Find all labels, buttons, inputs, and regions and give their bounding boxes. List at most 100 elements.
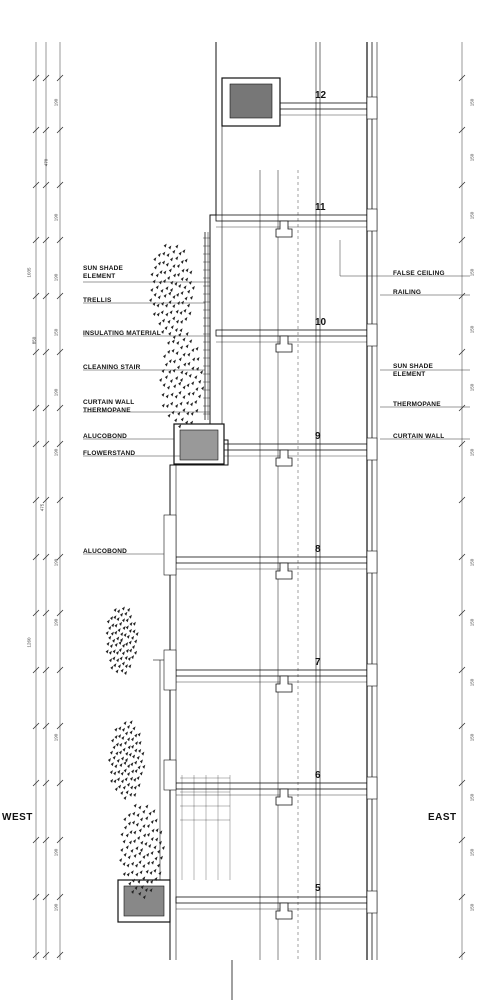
- vine-foliage: [185, 277, 189, 282]
- vine-foliage: [195, 387, 199, 392]
- vine-foliage: [140, 817, 143, 822]
- vine-foliage: [190, 411, 194, 416]
- vine-foliage: [180, 345, 183, 350]
- dim-right-2: 150: [469, 153, 475, 162]
- dim-mid-7: 190: [53, 448, 59, 457]
- dim-mid-2: 190: [53, 98, 59, 107]
- vine-foliage: [122, 747, 126, 752]
- vine-foliage: [134, 650, 138, 655]
- dimension-tick: [42, 553, 50, 561]
- vine-foliage: [139, 759, 143, 764]
- vine-foliage: [108, 650, 112, 655]
- vine-foliage: [131, 744, 135, 749]
- vine-foliage: [116, 636, 120, 641]
- vine-foliage: [161, 369, 165, 374]
- dimension-tick: [56, 609, 64, 617]
- dimension-tick: [56, 74, 64, 82]
- vine-foliage: [114, 734, 118, 739]
- vine-foliage: [187, 391, 191, 396]
- vine-foliage: [118, 640, 122, 645]
- dimension-tick: [56, 779, 64, 787]
- vine-foliage: [174, 328, 178, 333]
- vine-foliage: [199, 370, 203, 375]
- floor-slab: [215, 329, 368, 337]
- vine-foliage: [134, 639, 138, 644]
- vine-foliage: [117, 628, 121, 633]
- floor-slab: [175, 782, 368, 790]
- vine-foliage: [125, 790, 129, 795]
- vine-foliage: [112, 649, 116, 654]
- vine-foliage: [135, 631, 139, 636]
- vine-foliage: [137, 836, 141, 841]
- vine-foliage: [178, 284, 182, 289]
- vine-foliage: [185, 331, 189, 336]
- vine-foliage: [106, 619, 110, 624]
- vine-foliage: [178, 381, 182, 386]
- floor-label-9: 9: [315, 431, 321, 442]
- dimension-tick: [42, 404, 50, 412]
- vine-foliage: [191, 381, 195, 386]
- vine-foliage: [152, 312, 156, 317]
- vine-foliage: [121, 606, 125, 611]
- dim-mid-8: 190: [53, 558, 59, 567]
- vine-foliage: [173, 273, 177, 278]
- vine-foliage: [120, 832, 124, 837]
- vine-foliage: [129, 730, 133, 735]
- vine-foliage: [153, 292, 157, 297]
- vine-foliage: [183, 285, 187, 290]
- vine-foliage: [112, 745, 116, 750]
- vine-foliage: [115, 751, 119, 756]
- vine-foliage: [116, 617, 120, 622]
- label-trellis: TRELLIS: [83, 297, 112, 304]
- vine-foliage: [116, 777, 120, 782]
- vine-foliage: [120, 771, 124, 776]
- vine-foliage: [113, 779, 117, 784]
- dim-right-8: 150: [469, 558, 475, 567]
- facade-bracket: [366, 208, 378, 232]
- vine-foliage: [180, 259, 184, 264]
- vine-foliage: [187, 352, 191, 357]
- vine-foliage: [130, 870, 134, 875]
- vine-foliage: [135, 846, 139, 851]
- vine-foliage: [126, 724, 130, 729]
- vine-foliage: [163, 293, 167, 298]
- dimension-tick: [32, 236, 40, 244]
- vine-foliage: [123, 740, 127, 745]
- label-thermopane: THERMOPANE: [393, 401, 441, 408]
- vine-foliage: [138, 851, 142, 856]
- vine-foliage: [171, 339, 175, 344]
- dimension-tick: [42, 348, 50, 356]
- vine-foliage: [149, 888, 153, 893]
- label-alucobond-upper: ALUCOBOND: [83, 433, 128, 440]
- east-label: EAST: [428, 812, 457, 823]
- vine-foliage: [160, 288, 164, 293]
- vine-foliage: [114, 764, 118, 769]
- vine-foliage: [151, 828, 155, 833]
- vine-foliage: [123, 760, 127, 765]
- vine-foliage: [126, 634, 130, 639]
- dimension-tick: [56, 348, 64, 356]
- dimension-tick: [42, 666, 50, 674]
- vine-foliage: [122, 643, 126, 648]
- dimension-tick: [32, 496, 40, 504]
- dimension-tick: [56, 836, 64, 844]
- vine-foliage: [189, 270, 193, 275]
- dimension-tick: [32, 126, 40, 134]
- vine-foliage: [132, 629, 136, 634]
- vine-foliage: [133, 785, 137, 790]
- facade-bracket: [366, 890, 378, 914]
- dim-right-14: 150: [469, 903, 475, 912]
- vine-foliage: [125, 845, 129, 850]
- dimension-tick: [42, 292, 50, 300]
- vine-foliage: [164, 326, 168, 331]
- dim-mid-10: 190: [53, 733, 59, 742]
- dim-right-12: 150: [469, 793, 475, 802]
- vine-foliage: [122, 625, 126, 630]
- vine-foliage: [123, 768, 127, 773]
- vine-foliage: [137, 765, 141, 770]
- vine-foliage: [186, 383, 190, 388]
- vine-foliage: [122, 872, 126, 877]
- vine-foliage: [118, 784, 122, 789]
